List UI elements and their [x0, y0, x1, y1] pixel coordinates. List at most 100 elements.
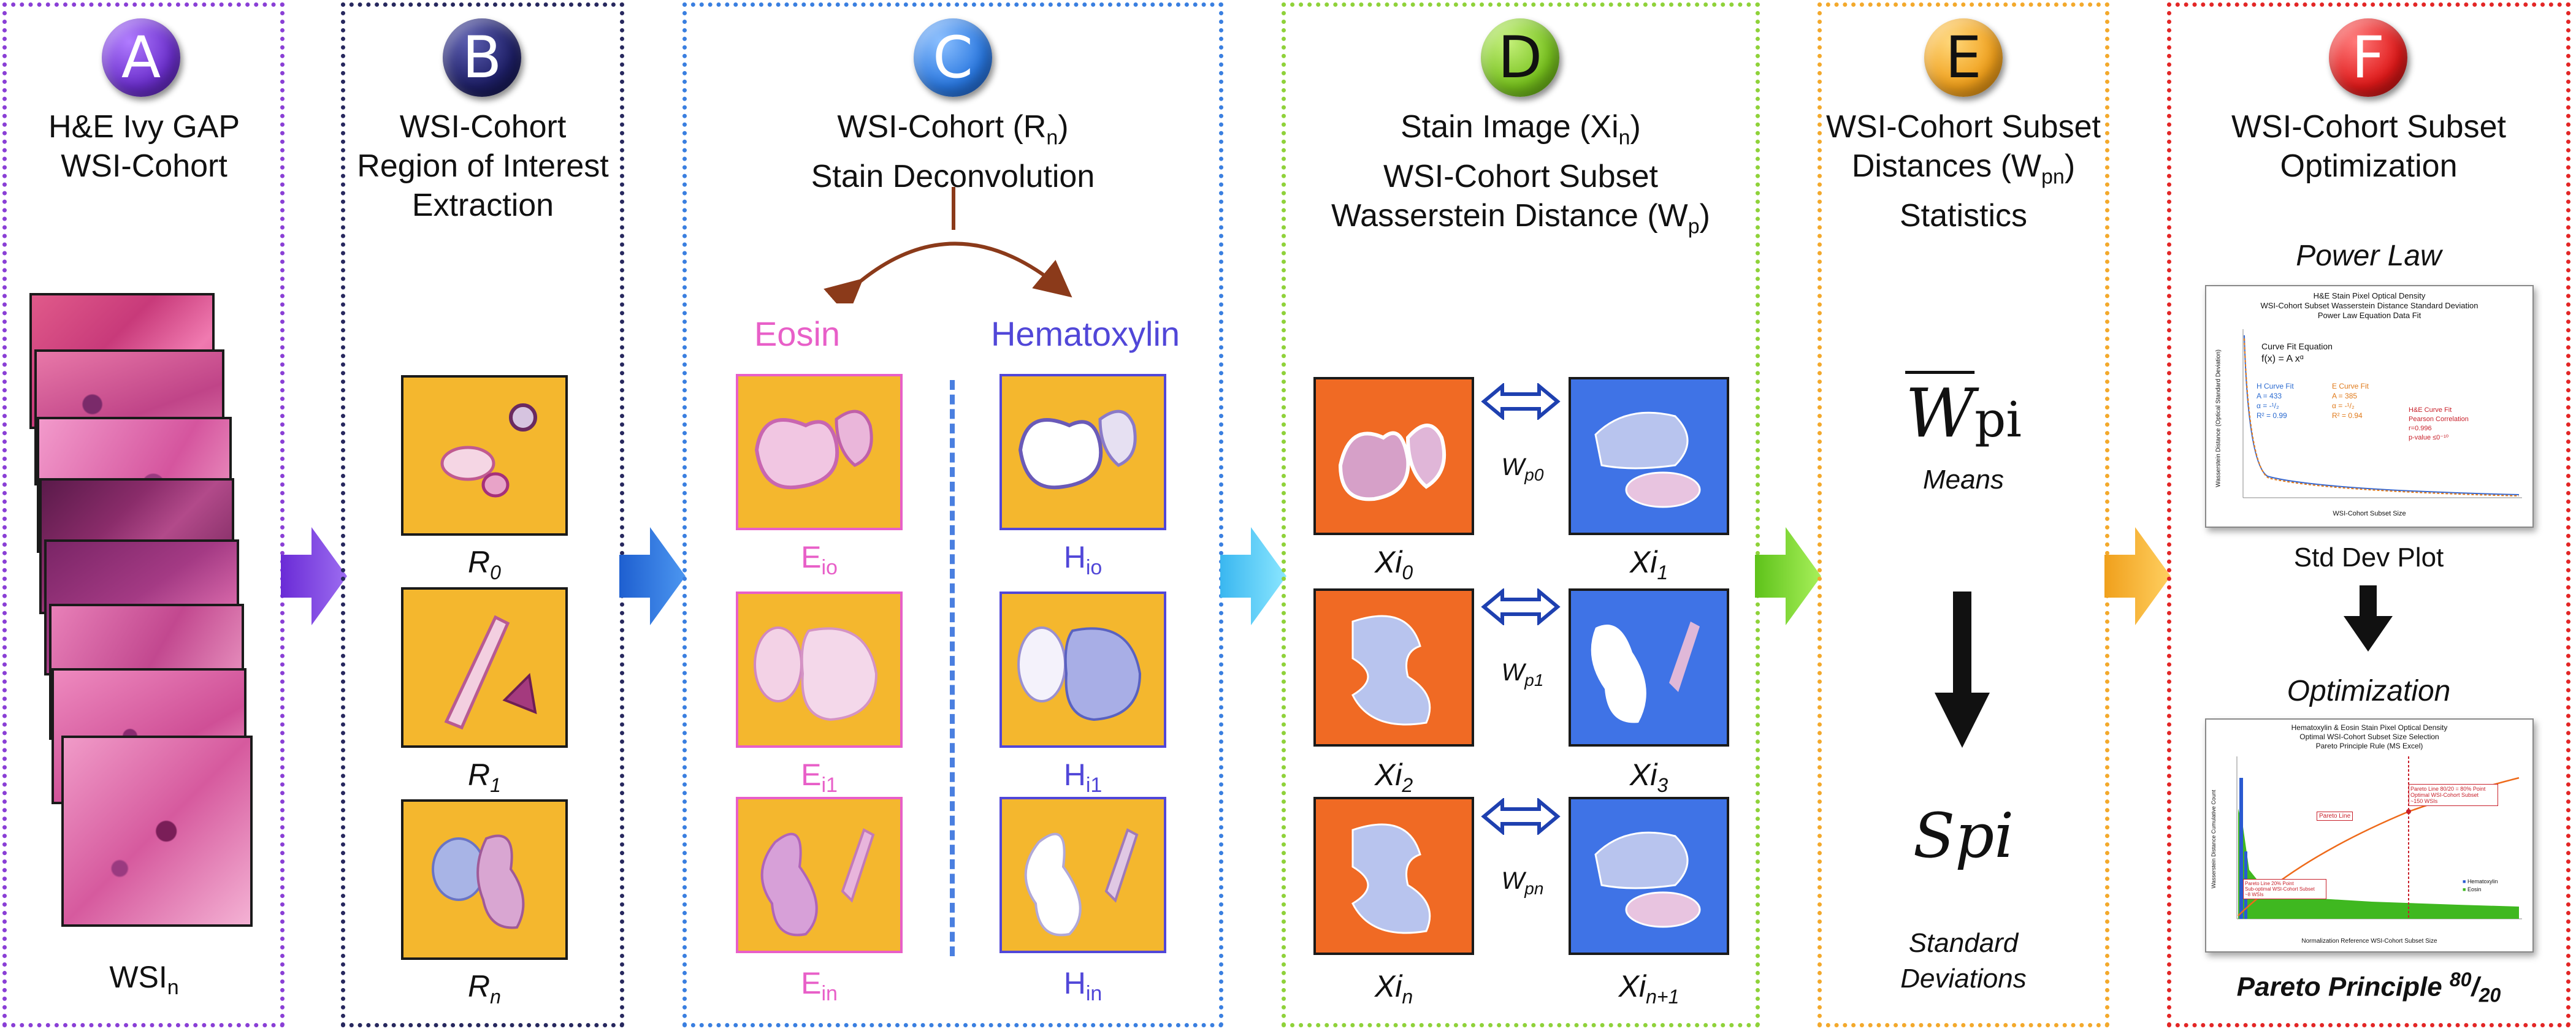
panel-c-title1-main: WSI-Cohort (R: [837, 109, 1047, 145]
pareto-caption-sup: 80: [2449, 968, 2472, 991]
roi-label-r1-main: R: [468, 758, 491, 792]
badge-d: D: [1481, 18, 1559, 97]
hema-label-io: Hio: [999, 539, 1166, 580]
roi-label-rn-sub: n: [490, 986, 501, 1008]
panel-c: [682, 2, 1223, 1027]
eosin-label-in-main: E: [801, 966, 822, 1000]
panel-d-title-line2: WSI-Cohort Subset: [1383, 159, 1658, 195]
std-plot-he-fit: H&E Curve Fit Pearson Correlation r=0.99…: [2409, 406, 2469, 443]
panel-c-title1-end: ): [1058, 109, 1069, 145]
panel-a-title: H&E Ivy GAP WSI-Cohort: [12, 107, 276, 186]
pareto-plot-title1: Hematoxylin & Eosin Stain Pixel Optical …: [2291, 723, 2448, 732]
roi-tissue-icon: [432, 834, 525, 929]
pareto-caption-main: Pareto Principle: [2236, 972, 2450, 1002]
hema-tissue-icon: [1024, 828, 1139, 937]
flow-arrow-e-f: [2104, 527, 2171, 625]
stain-tissue-icon: [1351, 823, 1431, 934]
stain-label-right-3-main: Xi: [1629, 758, 1657, 792]
roi-label-r1: R1: [401, 757, 568, 797]
panel-a-title-line2: WSI-Cohort: [61, 148, 227, 184]
std-plot-curve: [2242, 329, 2522, 498]
double-arrow-icon: [1481, 798, 1561, 835]
stain-label-left-0-sub: 0: [1402, 561, 1413, 584]
pareto-legend: ■ Hematoxylin ■ Eosin: [2463, 878, 2498, 894]
hema-tissue-icon: [1017, 626, 1142, 721]
flow-arrow-a-b: [281, 527, 347, 625]
std-plot-ylabel: Wasserstein Distance (Optical Standard D…: [2215, 349, 2222, 487]
wsi-slide: [61, 736, 253, 927]
stain-label-right-1-sub: 1: [1657, 561, 1668, 584]
stain-label-right-n1: Xin+1: [1569, 968, 1729, 1008]
pareto-line-label: Pareto Line: [2317, 812, 2353, 821]
stain-tile-left-2: [1313, 588, 1474, 747]
panel-d-title3-end: ): [1699, 198, 1710, 234]
std-plot-fit-eq: f(x) = A xᵅ: [2261, 354, 2304, 364]
stain-label-left-n-sub: n: [1402, 986, 1413, 1008]
panel-d-title1-main: Stain Image (Xi: [1401, 109, 1619, 145]
e-fit-line: A = 385: [2332, 392, 2358, 400]
panel-b: [341, 2, 624, 1027]
std-label: Standard Deviations: [1821, 926, 2106, 997]
eosin-label-i1: Ei1: [736, 757, 903, 797]
e-fit-line: α = -¹/₂: [2332, 401, 2355, 410]
stain-tissue-icon: [1351, 615, 1431, 726]
pareto-caption: Pareto Principle 80/20: [2171, 968, 2567, 1006]
std-plot-e-fit: E Curve Fit A = 385 α = -¹/₂ R² = 0.94: [2332, 381, 2369, 420]
eosin-tissue-icon: [760, 828, 875, 937]
panel-d: [1282, 2, 1760, 1027]
std-plot-title1: H&E Stain Pixel Optical Density: [2313, 291, 2426, 300]
hema-label-i1-main: H: [1063, 758, 1086, 792]
stain-tissue-icon: [1591, 622, 1700, 723]
stain-label-right-n1-sub: n+1: [1646, 986, 1680, 1008]
eosin-tile-in: [736, 797, 903, 953]
h-fit-line: R² = 0.99: [2257, 411, 2287, 420]
pareto-caption-sub: 20: [2479, 984, 2501, 1006]
std-dev-plot: H&E Stain Pixel Optical Density WSI-Coho…: [2205, 285, 2534, 528]
pareto-small-note: Pareto Line 20% Point Sub-optimal WSI-Co…: [2243, 879, 2326, 899]
double-arrow-icon: [1481, 588, 1561, 625]
roi-tissue-icon: [444, 615, 537, 730]
pareto-plot: Hematoxylin & Eosin Stain Pixel Optical …: [2205, 718, 2534, 953]
pareto-plot-chart: [2236, 756, 2522, 919]
pareto-plot-title3: Pareto Principle Rule (MS Excel): [2315, 742, 2423, 750]
eosin-label: Eosin: [754, 314, 841, 353]
badge-a: A: [102, 18, 180, 97]
pareto-callout: Pareto Line 80/20 = 80% Point Optimal WS…: [2409, 784, 2498, 806]
eosin-label-in-sub: in: [821, 982, 838, 1005]
panel-d-title: Stain Image (Xin) WSI-Cohort Subset Wass…: [1286, 107, 1756, 246]
pareto-legend-eosin: ■ Eosin: [2463, 886, 2482, 892]
stain-label-left-2: Xi2: [1313, 757, 1474, 797]
flow-arrow-d-e: [1755, 527, 1821, 625]
distance-label-n: Wpn: [1483, 867, 1562, 899]
panel-b-title-line3: Extraction: [411, 188, 554, 223]
panel-f-title-line1: WSI-Cohort Subset: [2231, 109, 2506, 145]
he-fit-line: H&E Curve Fit: [2409, 406, 2452, 414]
std-plot-title3: Power Law Equation Data Fit: [2317, 311, 2421, 320]
roi-tile-r0: [401, 375, 568, 536]
eosin-label-i1-main: E: [801, 758, 822, 792]
roi-label-r1-sub: 1: [490, 774, 501, 796]
e-fit-line: E Curve Fit: [2332, 382, 2369, 390]
power-law-label: Power Law: [2296, 240, 2442, 272]
stain-label-right-n1-main: Xi: [1618, 969, 1646, 1003]
hema-label-io-main: H: [1063, 540, 1086, 574]
panel-d-title-line3: Wasserstein Distance (Wp): [1286, 196, 1756, 246]
std-symbol: Spi: [1913, 800, 2014, 872]
panel-f-title-line2: Optimization: [2280, 148, 2458, 184]
stain-tile-left-n: [1313, 797, 1474, 955]
panel-e-title2-end: ): [2064, 148, 2076, 184]
distance-label-0: Wp0: [1483, 454, 1562, 485]
optimization-label: Optimization: [2287, 675, 2451, 707]
std-dev-caption: Std Dev Plot: [2293, 542, 2444, 573]
he-fit-line: r=0.996: [2409, 425, 2432, 432]
eosin-label-io-sub: io: [821, 556, 838, 579]
hema-label-i1: Hi1: [999, 757, 1166, 797]
eosin-tissue-icon: [754, 409, 873, 490]
stain-label-left-2-main: Xi: [1374, 758, 1402, 792]
means-label: Means: [1922, 465, 2005, 495]
badge-b: B: [443, 18, 521, 97]
distance-label-n-sub: pn: [1524, 879, 1544, 898]
wsi-caption-sub: n: [167, 976, 179, 999]
badge-e: E: [1924, 18, 2003, 97]
std-plot-h-fit: H Curve Fit A = 433 α = -¹/₂ R² = 0.99: [2257, 381, 2294, 420]
